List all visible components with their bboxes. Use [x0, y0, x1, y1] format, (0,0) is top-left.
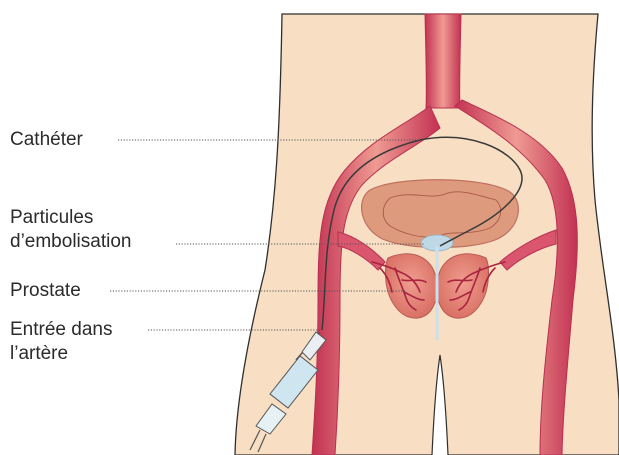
label-entry-line-1: Entrée dans — [10, 318, 112, 342]
label-catheter: Cathéter — [10, 128, 83, 152]
label-prostate: Prostate — [10, 279, 81, 303]
label-artery-entry: Entrée dans l’artère — [10, 318, 112, 366]
label-particles-line-2: d’embolisation — [10, 230, 131, 254]
label-embolization-particles: Particules d’embolisation — [10, 206, 131, 254]
label-prostate-line-1: Prostate — [10, 279, 81, 303]
label-catheter-line-1: Cathéter — [10, 128, 83, 152]
label-entry-line-2: l’artère — [10, 342, 112, 366]
label-particles-line-1: Particules — [10, 206, 131, 230]
